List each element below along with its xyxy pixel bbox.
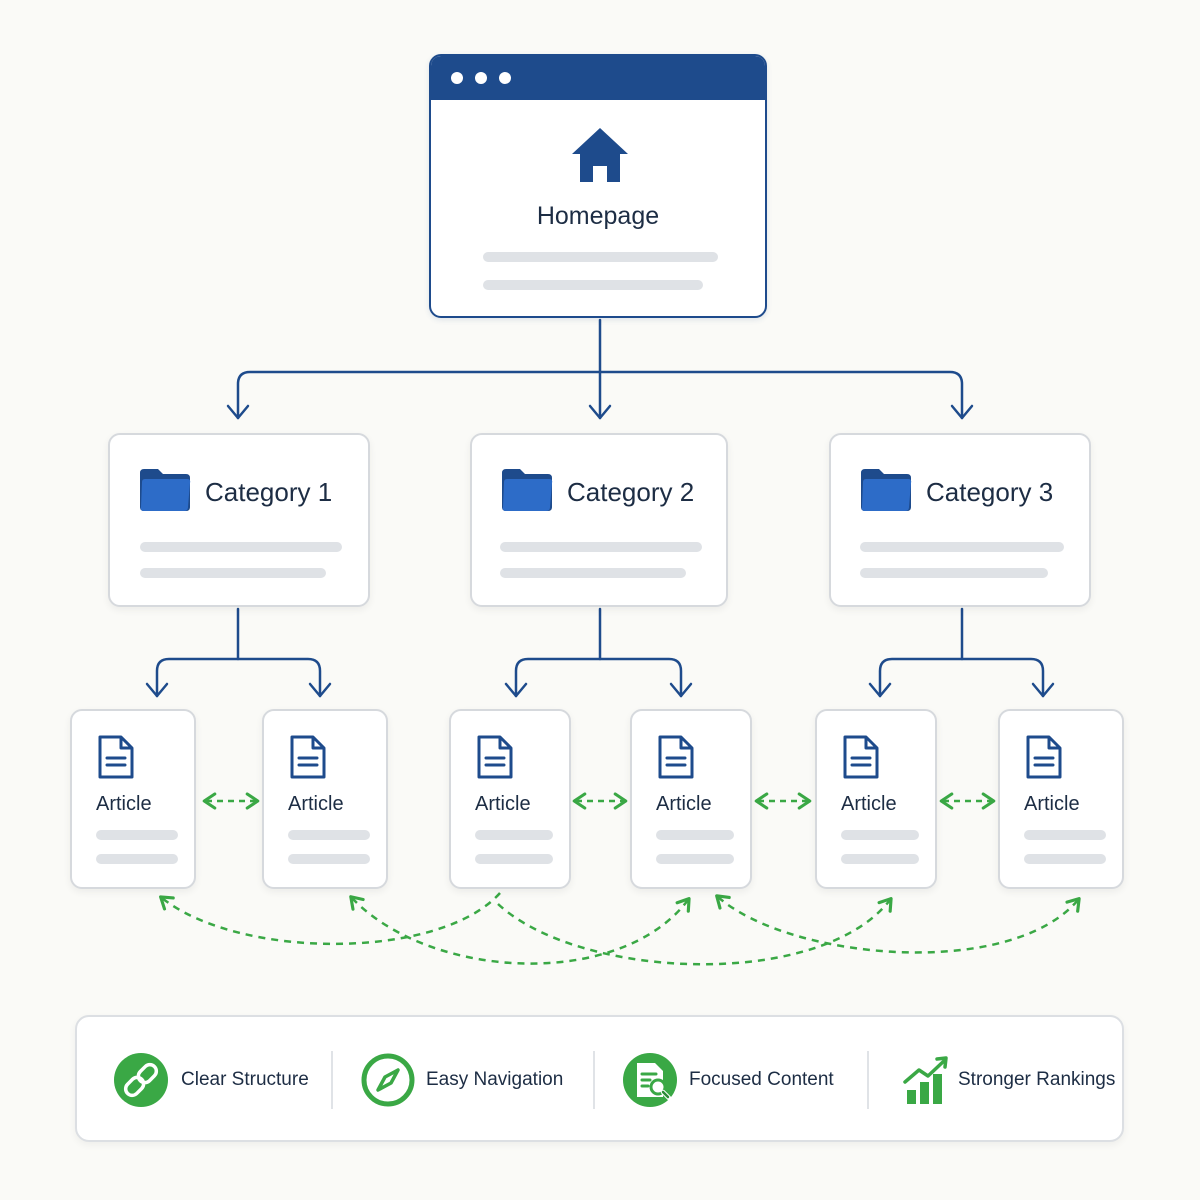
- text-placeholder: [841, 830, 919, 840]
- divider: [331, 1051, 333, 1109]
- text-placeholder: [483, 280, 703, 290]
- text-placeholder: [140, 542, 342, 552]
- category-title: Category 1: [205, 477, 333, 507]
- home-to-category-connectors: [226, 318, 974, 420]
- window-dot: [451, 72, 463, 84]
- article-card[interactable]: Article: [70, 709, 196, 889]
- text-placeholder: [860, 542, 1064, 552]
- text-placeholder: [475, 830, 553, 840]
- text-placeholder: [288, 854, 370, 864]
- divider: [593, 1051, 595, 1109]
- window-dot: [475, 72, 487, 84]
- document-icon: [658, 735, 694, 779]
- homepage-window[interactable]: Homepage: [429, 54, 767, 318]
- document-icon: [98, 735, 134, 779]
- article-title: Article: [1024, 793, 1080, 815]
- folder-icon: [140, 469, 191, 511]
- benefit-label: Clear Structure: [181, 1069, 309, 1090]
- homepage-title: Homepage: [536, 202, 660, 230]
- benefit-easy-navigation: Easy Navigation: [360, 1017, 590, 1140]
- article-title: Article: [475, 793, 531, 815]
- text-placeholder: [1024, 830, 1106, 840]
- category-card[interactable]: Category 3: [829, 433, 1091, 607]
- benefits-panel: Clear Structure Easy Navigation Focused …: [75, 1015, 1124, 1142]
- document-icon: [290, 735, 326, 779]
- folder-icon: [861, 469, 912, 511]
- benefit-clear-structure: Clear Structure: [113, 1017, 333, 1140]
- article-title: Article: [288, 793, 344, 815]
- text-placeholder: [500, 542, 702, 552]
- text-placeholder: [656, 830, 734, 840]
- article-card[interactable]: Article: [449, 709, 571, 889]
- article-card[interactable]: Article: [262, 709, 388, 889]
- text-placeholder: [500, 568, 686, 578]
- article-card[interactable]: Article: [815, 709, 937, 889]
- home-icon: [572, 128, 628, 182]
- category-title: Category 3: [926, 477, 1054, 507]
- window-titlebar: [431, 56, 765, 100]
- link-icon: [114, 1053, 168, 1107]
- category-card[interactable]: Category 2: [470, 433, 728, 607]
- divider: [867, 1051, 869, 1109]
- compass-icon: [361, 1053, 415, 1107]
- article-card[interactable]: Article: [630, 709, 752, 889]
- text-placeholder: [96, 830, 178, 840]
- article-title: Article: [656, 793, 712, 815]
- text-placeholder: [140, 568, 326, 578]
- document-icon: [477, 735, 513, 779]
- folder-icon: [502, 469, 553, 511]
- category-title: Category 2: [567, 477, 695, 507]
- article-card[interactable]: Article: [998, 709, 1124, 889]
- benefit-label: Focused Content: [689, 1069, 834, 1090]
- text-placeholder: [860, 568, 1048, 578]
- benefit-label: Stronger Rankings: [958, 1069, 1116, 1090]
- article-title: Article: [96, 793, 152, 815]
- document-icon: [1026, 735, 1062, 779]
- benefit-focused-content: Focused Content: [622, 1017, 862, 1140]
- cross-category-links: [159, 892, 1081, 966]
- text-placeholder: [841, 854, 919, 864]
- text-placeholder: [288, 830, 370, 840]
- category-to-article-connectors: [145, 607, 1055, 698]
- text-placeholder: [656, 854, 734, 864]
- benefit-label: Easy Navigation: [426, 1069, 564, 1090]
- article-title: Article: [841, 793, 897, 815]
- benefit-stronger-rankings: Stronger Rankings: [901, 1017, 1116, 1140]
- document-search-icon: [623, 1053, 677, 1107]
- text-placeholder: [483, 252, 718, 262]
- text-placeholder: [1024, 854, 1106, 864]
- text-placeholder: [475, 854, 553, 864]
- window-dot: [499, 72, 511, 84]
- document-icon: [843, 735, 879, 779]
- text-placeholder: [96, 854, 178, 864]
- category-card[interactable]: Category 1: [108, 433, 370, 607]
- growth-chart-icon: [903, 1056, 948, 1104]
